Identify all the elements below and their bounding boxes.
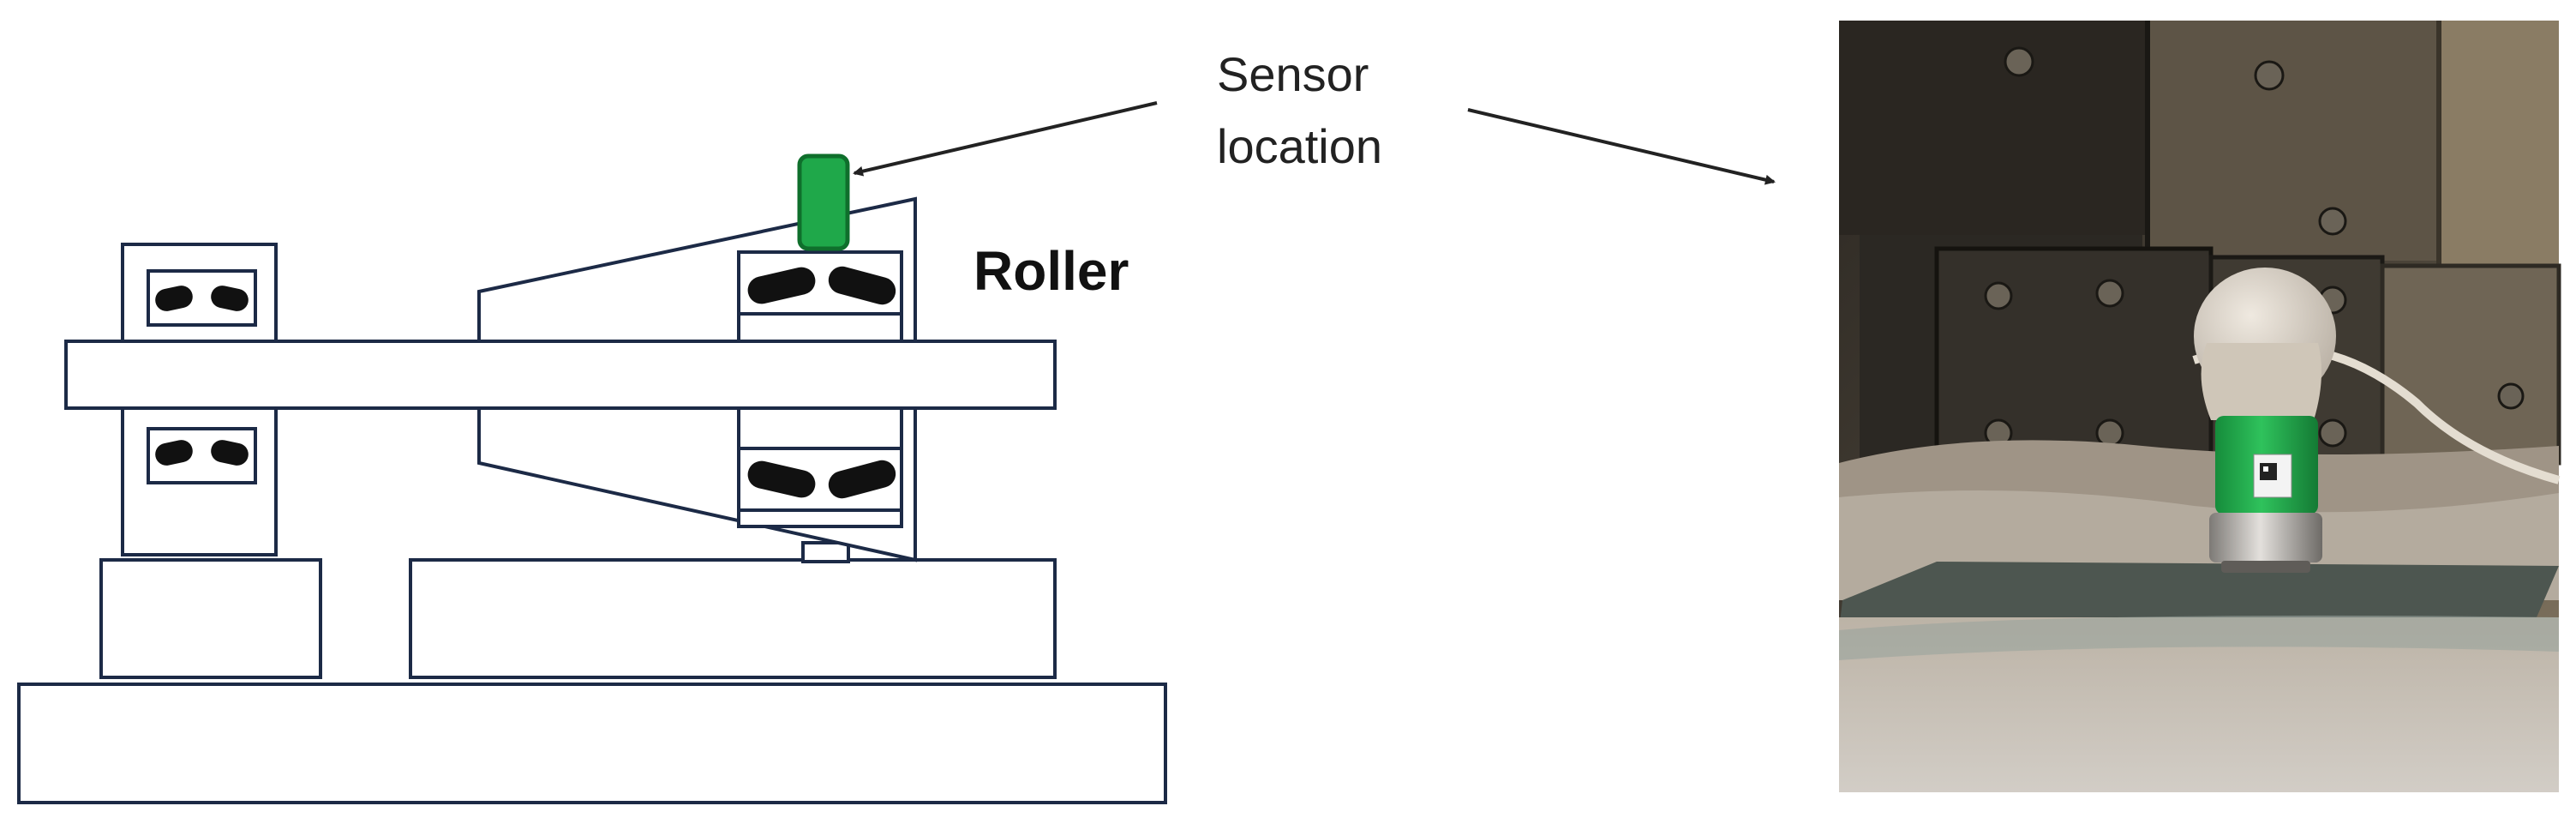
roller-element [155,440,193,466]
bearing-rollers [155,266,896,499]
roller-shaft [64,340,1057,410]
green-vibration-sensor-icon [2194,268,2336,573]
sensor-location-label-line2: location [1217,119,1382,173]
arrow-to-photo [1467,108,1776,185]
roller-element [747,267,816,304]
roller-element [828,266,896,305]
roller-element [155,286,193,311]
base-plate [17,683,1167,804]
roller-element [828,460,896,499]
shim [801,541,850,563]
roller-element [747,460,816,498]
roller-element [211,286,249,311]
sensor-location-label-line1: Sensor [1217,47,1369,101]
left-pedestal [99,558,322,679]
right-pedestal [409,558,1057,679]
sensor-marker [797,153,850,251]
arrow-to-schematic [853,101,1158,177]
installed-sensor-photo [1839,21,2561,792]
roller-element [211,440,249,466]
roller-label: Roller [973,240,1129,302]
